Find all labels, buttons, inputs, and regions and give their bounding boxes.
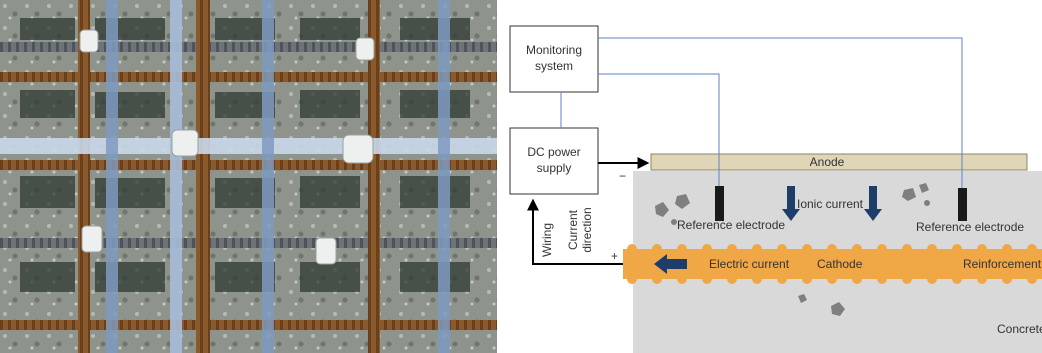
reference-electrode-right <box>958 188 967 221</box>
current-direction-label-2: direction <box>580 207 594 252</box>
monitoring-system-label-1: Monitoring <box>526 43 582 57</box>
rebar-mesh-photo <box>0 0 497 353</box>
dc-power-supply-box <box>509 127 599 195</box>
electric-current-arrow <box>654 254 687 274</box>
concrete-label: Concrete <box>997 322 1042 336</box>
anode-label: Anode <box>810 155 845 169</box>
current-direction-label-1: Current <box>566 209 580 250</box>
plus-sign: + <box>611 249 618 263</box>
reference-electrode-left <box>715 186 724 221</box>
cathode-label: Cathode <box>817 257 863 271</box>
spacer-clips <box>79 29 375 265</box>
monitoring-system-label-2: system <box>535 59 573 73</box>
power-wires <box>527 157 650 265</box>
vertical-rebars <box>78 0 380 353</box>
electric-current-label: Electric current <box>709 257 790 271</box>
dc-power-supply-label-2: supply <box>537 161 572 175</box>
wiring-label: Wiring <box>540 223 554 257</box>
aggregates <box>655 183 930 316</box>
dc-power-supply-label-1: DC power <box>527 145 580 159</box>
reinforcement-bar <box>623 244 1042 284</box>
reference-electrode-left-label: Reference electrode <box>677 218 785 232</box>
monitoring-wires <box>560 37 963 188</box>
minus-sign: − <box>619 169 626 183</box>
ionic-current-label: Ionic current <box>797 197 864 211</box>
anode-strip <box>650 153 1028 171</box>
ionic-current-arrows <box>782 186 882 221</box>
horizontal-rebars <box>0 42 497 330</box>
reinforcement-label: Reinforcement <box>963 257 1042 271</box>
cathodic-protection-diagram: Anode Monitoring system DC power supply … <box>509 25 1042 353</box>
reference-electrode-right-label: Reference electrode <box>916 220 1024 234</box>
monitoring-system-box <box>509 25 599 93</box>
